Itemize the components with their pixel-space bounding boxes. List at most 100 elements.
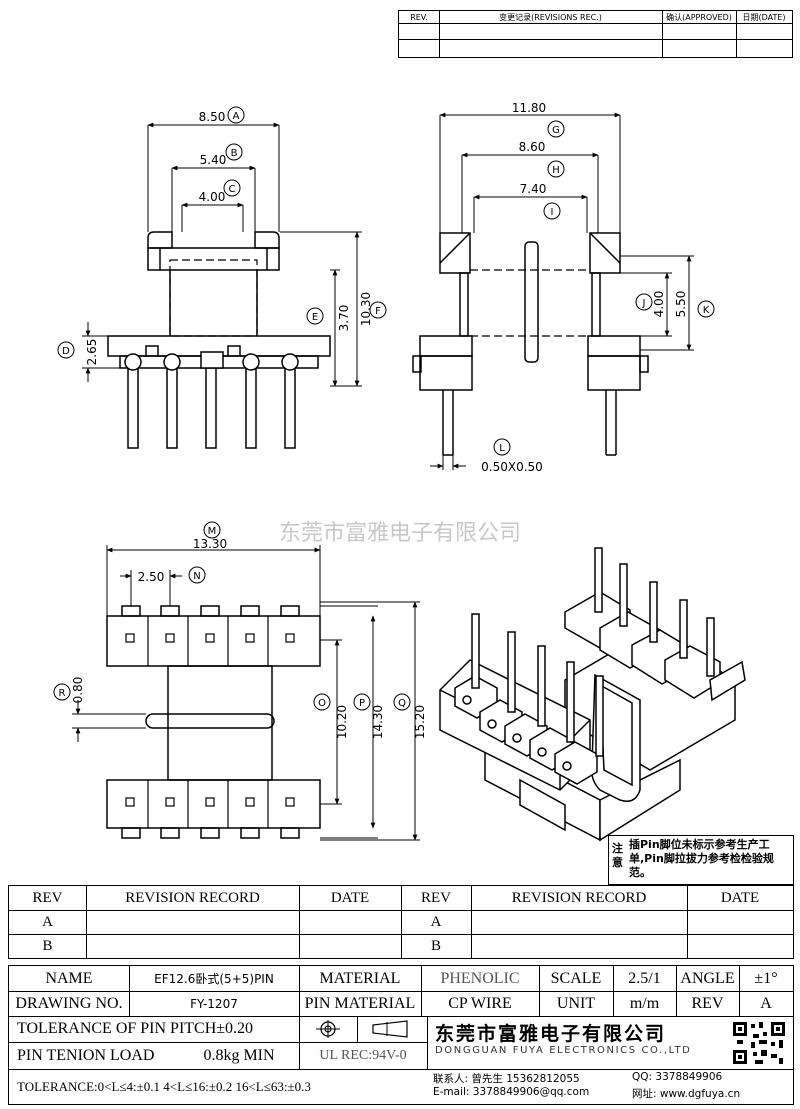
pin-material-value: CP WIRE [448,994,512,1012]
dim-m-value: 13.30 [193,537,227,551]
tolerance-pitch: TOLERANCE OF PIN PITCH±0.20 [17,1020,254,1037]
projection-cone-icon [372,1020,408,1038]
dim-a-value: 8.50 [199,110,226,124]
top-record-header: 变更记录(REVISIONS REC.) [499,12,602,22]
dim-e-value: 3.70 [337,305,351,332]
dim-k-value: 5.50 [674,291,688,318]
dim-d-value: 2.65 [85,339,99,366]
dim-q-value: 15.20 [413,705,427,739]
pin-tension-value: 0.8kg MIN [203,1046,275,1064]
dim-l-label: L [499,443,505,454]
top-approved-header: 确认(APPROVED) [666,12,732,22]
rev-row-b-left: B [42,937,53,954]
bottom-dimensions [72,545,420,841]
note-box: 注意 插Pin脚位未标示参考生产工单,Pin脚拉拔力参考检检验规范。 [608,835,794,885]
note-text: 插Pin脚位未标示参考生产工单,Pin脚拉拔力参考检检验规范。 [629,838,774,879]
top-rev-header: REV. [410,12,428,22]
general-tolerance: TOLERANCE:0<L≤4:±0.1 4<L≤16:±0.2 16<L≤63… [17,1078,311,1094]
side-dimensions [430,112,694,470]
material-label: MATERIAL [319,969,401,987]
scale-value: 2.5/1 [628,969,661,987]
watermark: 东莞市富雅电子有限公司 [279,521,521,546]
date-header-right: DATE [720,889,760,906]
pin-material-label: PIN MATERIAL [304,994,416,1012]
dim-f-label: F [375,306,381,317]
dim-e-label: E [312,312,318,323]
dim-g-value: 11.80 [512,101,546,115]
dim-b-value: 5.40 [200,153,227,167]
rev-row-b-right: B [430,937,441,954]
record-header-left: REVISION RECORD [125,889,260,906]
projection-symbol-cone [357,1016,427,1042]
dim-j-label: J [642,298,646,309]
dim-o-value: 10.20 [335,705,349,739]
dim-l-value: 0.50X0.50 [481,460,543,474]
dim-p-value: 14.30 [371,705,385,739]
dim-o-label: O [318,698,326,709]
dim-g-label: G [552,125,560,136]
record-header-right: REVISION RECORD [511,889,647,906]
front-dimensions [82,122,362,387]
rev-header-right: REV [421,889,451,906]
note-label: 注意 [612,842,623,869]
dim-a-label: A [233,111,240,122]
rev-header-left: REV [32,889,63,906]
dim-n-value: 2.50 [138,570,165,584]
pin-tension-label: PIN TENION LOAD [17,1046,155,1064]
dim-p-label: P [359,698,365,709]
dim-h-value: 8.60 [519,140,546,154]
ul-rec: UL REC:94V-0 [319,1047,407,1063]
name-value: EF12.6卧式(5+5)PIN [154,972,274,986]
dim-i-label: I [551,207,554,218]
bottom-labels: M 13.30 2.50 N O 10.20 P 14.30 Q 15.20 R… [53,521,427,739]
rev-label: REV [691,994,724,1012]
company-name-en: DONGGUAN FUYA ELECTRONICS CO.,LTD [435,1045,692,1056]
top-revision-table: REV. 变更记录(REVISIONS REC.) 确认(APPROVED) 日… [398,10,793,58]
rev-row-a-right: A [430,913,442,930]
dim-c-value: 4.00 [199,190,226,204]
scale-label: SCALE [550,969,602,987]
dim-f-value: 10.30 [359,292,373,326]
isometric-view [439,547,746,842]
projection-symbol-circle [299,1016,357,1042]
technical-drawing: 东莞市富雅电子有限公司 [53,101,746,842]
qr-code-icon [731,1020,787,1066]
angle-label: ANGLE [680,969,735,987]
angle-value: ±1° [754,969,778,987]
top-date-header: 日期(DATE) [742,12,786,22]
drawing-no-label: DRAWING NO. [15,994,123,1012]
dim-i-value: 7.40 [520,182,547,196]
dim-m-label: M [208,526,217,537]
email-address: E-mail: 3378849906@qq.com [433,1086,590,1098]
qq-number: QQ: 3378849906 [632,1071,723,1083]
dim-n-label: N [193,571,200,582]
front-labels: 8.50 A 5.40 B 4.00 C 2.65 D 3.70 E 10.30… [57,106,387,366]
unit-label: UNIT [556,994,596,1012]
name-label: NAME [45,969,93,987]
rev-value: A [760,994,772,1012]
material-value: PHENOLIC [440,969,520,987]
front-view [107,231,331,449]
side-view [412,232,649,456]
title-block: NAME EF12.6卧式(5+5)PIN MATERIAL PHENOLIC … [8,965,794,1105]
dim-j-value: 4.00 [652,291,666,318]
dim-r-label: R [59,688,66,699]
company-name-cn: 东莞市富雅电子有限公司 [435,1023,667,1045]
dim-k-label: K [703,305,710,316]
bottom-view [106,605,321,839]
dim-d-label: D [62,346,70,357]
dim-c-label: C [229,184,236,195]
dim-r-value: 0.80 [71,677,85,704]
date-header-left: DATE [330,889,370,906]
dim-q-label: Q [398,698,406,709]
unit-value: m/m [629,994,660,1012]
side-labels: 11.80 G 8.60 H 7.40 I J 4.00 5.50 K L 0.… [481,101,715,474]
dim-b-label: B [231,148,238,159]
rev-row-a-left: A [42,913,53,930]
dim-h-label: H [552,165,560,176]
projection-circle-icon [316,1020,340,1038]
drawing-no-value: FY-1207 [190,996,238,1011]
revision-table: REV REVISION RECORD DATE REV REVISION RE… [8,885,794,959]
contact-person: 联系人: 曾先生 15362812055 [433,1073,580,1085]
website: 网址: www.dgfuya.cn [632,1088,741,1100]
